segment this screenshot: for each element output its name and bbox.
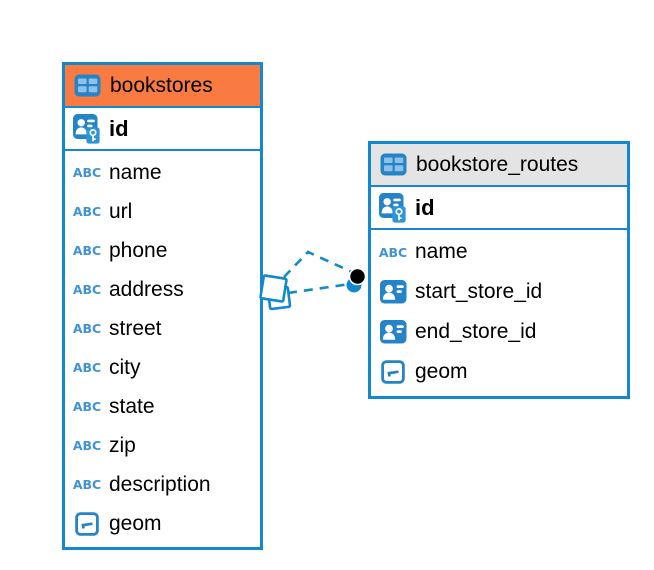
table-icon: [379, 153, 407, 176]
column-row-phone[interactable]: ABC phone: [65, 231, 260, 270]
column-name: name: [109, 160, 162, 184]
column-row-end-store-id[interactable]: end_store_id: [371, 312, 627, 352]
column-name: id: [415, 194, 435, 220]
column-row-name[interactable]: ABC name: [371, 232, 627, 272]
text-type-icon: ABC: [72, 360, 102, 375]
table-bookstores-header[interactable]: bookstores: [65, 65, 260, 108]
table-bookstore-routes-columns: ABC name start_store_id end_store_id geo…: [371, 230, 627, 392]
column-row-address[interactable]: ABC address: [65, 270, 260, 309]
text-type-icon: ABC: [72, 282, 102, 297]
column-name: start_store_id: [415, 280, 543, 303]
column-name: zip: [109, 433, 136, 457]
text-type-icon: ABC: [72, 399, 102, 414]
table-title: bookstores: [110, 73, 213, 97]
text-type-icon: ABC: [72, 243, 102, 258]
column-name: geom: [109, 511, 162, 535]
column-row-url[interactable]: ABC url: [65, 192, 260, 231]
text-type-icon: ABC: [72, 204, 102, 219]
column-name: street: [109, 316, 162, 340]
table-bookstore-routes[interactable]: bookstore_routes id ABC name start_store…: [368, 141, 630, 399]
column-row-geom[interactable]: geom: [371, 352, 627, 392]
column-name: id: [109, 115, 129, 141]
table-bookstores[interactable]: bookstores id ABC name ABC url ABC phone…: [62, 62, 263, 550]
foreign-key-icon: [379, 320, 407, 344]
column-name: description: [109, 472, 211, 496]
relationship-line-2[interactable]: [287, 282, 351, 295]
column-name: phone: [109, 238, 168, 262]
column-row-name[interactable]: ABC name: [65, 153, 260, 192]
table-bookstores-columns: ABC name ABC url ABC phone ABC address A…: [65, 151, 260, 543]
column-row-geom[interactable]: geom: [65, 504, 260, 543]
table-bookstore-routes-header[interactable]: bookstore_routes: [371, 144, 627, 187]
column-name: address: [109, 277, 184, 301]
text-type-icon: ABC: [72, 165, 102, 180]
text-type-icon: ABC: [378, 244, 408, 260]
primary-key-icon: [379, 193, 407, 223]
column-row-start-store-id[interactable]: start_store_id: [371, 272, 627, 312]
text-type-icon: ABC: [72, 321, 102, 336]
primary-key-icon: [73, 114, 101, 144]
column-name: state: [109, 394, 155, 418]
column-row-state[interactable]: ABC state: [65, 387, 260, 426]
table-title: bookstore_routes: [416, 152, 579, 176]
text-type-icon: ABC: [72, 477, 102, 492]
column-row-city[interactable]: ABC city: [65, 348, 260, 387]
column-row-id[interactable]: id: [371, 187, 627, 230]
target-dot-black: [348, 267, 367, 286]
foreign-key-icon: [379, 280, 407, 304]
text-type-icon: ABC: [72, 438, 102, 453]
geometry-type-icon: [73, 512, 101, 536]
column-row-id[interactable]: id: [65, 108, 260, 151]
relationship-source-marker[interactable]: [259, 274, 292, 311]
geometry-type-icon: [379, 360, 407, 384]
table-icon: [73, 74, 101, 97]
column-name: end_store_id: [415, 320, 537, 343]
column-row-zip[interactable]: ABC zip: [65, 426, 260, 465]
column-name: name: [415, 240, 468, 263]
relationship-target-marker[interactable]: [346, 267, 367, 293]
column-row-street[interactable]: ABC street: [65, 309, 260, 348]
column-row-description[interactable]: ABC description: [65, 465, 260, 504]
column-name: geom: [415, 360, 468, 383]
column-name: city: [109, 355, 141, 379]
relationship-line-1[interactable]: [283, 250, 353, 278]
target-dot-blue: [346, 277, 362, 293]
column-name: url: [109, 199, 133, 223]
